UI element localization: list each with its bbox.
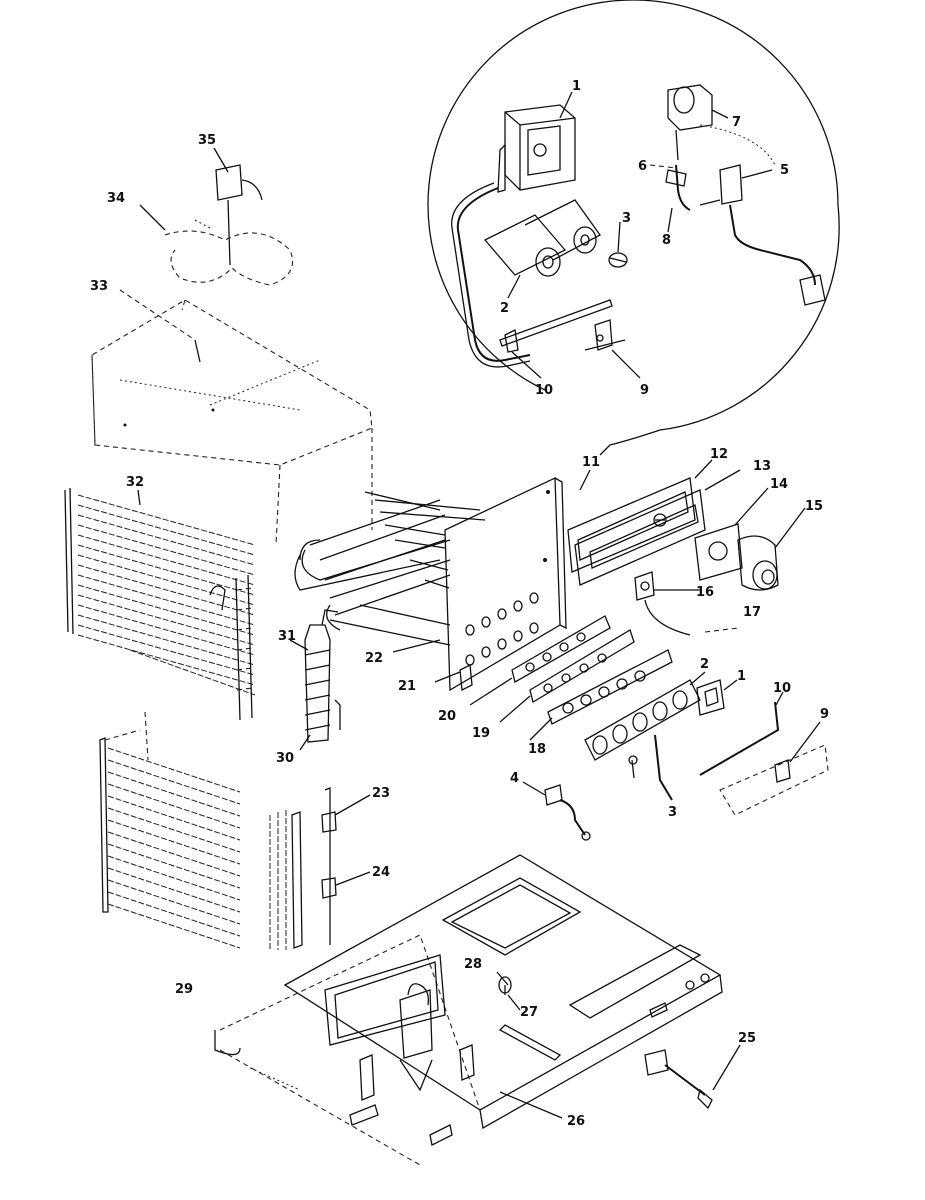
callout-21: 21 — [398, 679, 416, 694]
side-panel — [269, 787, 337, 950]
callout-20: 20 — [438, 709, 456, 724]
base-pan — [283, 854, 723, 1130]
detail-circle — [427, 0, 840, 456]
front-panel — [99, 711, 241, 949]
callout-4: 4 — [510, 771, 519, 786]
callout-27: 27 — [520, 1005, 538, 1020]
callout-30: 30 — [276, 751, 294, 766]
callout-15: 15 — [805, 499, 823, 514]
callout-9-lower: 9 — [820, 707, 829, 722]
callout-29: 29 — [175, 982, 193, 997]
outdoor-coil — [64, 487, 256, 721]
exchanger-ports — [465, 592, 539, 666]
callout-18: 18 — [528, 742, 546, 757]
callout-25: 25 — [738, 1031, 756, 1046]
pilot-bracket-lower — [699, 701, 780, 776]
heat-exchanger — [294, 476, 567, 692]
callout-7: 7 — [732, 115, 741, 130]
callout-26: 26 — [567, 1114, 585, 1129]
pilot-tube — [456, 187, 531, 362]
gas-valve-lower — [696, 679, 725, 716]
pilot-assembly — [665, 84, 826, 306]
callout-24: 24 — [372, 865, 390, 880]
callout-1-upper: 1 — [572, 79, 581, 94]
callout-3-upper: 3 — [622, 211, 631, 226]
callout-8: 8 — [662, 233, 671, 248]
base-plate — [214, 934, 481, 1166]
burner-row — [584, 679, 701, 761]
blower-gasket — [694, 523, 743, 581]
callout-6: 6 — [638, 159, 647, 174]
callout-labels: 1 2 3 5 6 7 8 9 10 11 12 13 14 15 16 17 … — [90, 79, 829, 1129]
vent-assembly — [304, 609, 341, 743]
callout-2-lower: 2 — [700, 657, 709, 672]
limit-switch-lower — [719, 744, 829, 816]
callout-1-lower: 1 — [737, 669, 746, 684]
callout-13: 13 — [753, 459, 771, 474]
inducer-motor — [737, 535, 779, 591]
pilot-tube-edge — [451, 182, 531, 368]
orifice-fitting — [608, 252, 628, 268]
callout-17: 17 — [743, 605, 761, 620]
gas-valve — [497, 104, 576, 193]
callout-34: 34 — [107, 191, 125, 206]
upper-cabinet — [91, 299, 373, 546]
callout-32: 32 — [126, 475, 144, 490]
callout-23: 23 — [372, 786, 390, 801]
callout-12: 12 — [710, 447, 728, 462]
burner-pair — [483, 199, 601, 277]
callout-16: 16 — [696, 585, 714, 600]
callout-3-lower: 3 — [668, 805, 677, 820]
callout-28: 28 — [464, 957, 482, 972]
thermocouple — [544, 784, 591, 841]
callout-10-upper: 10 — [535, 383, 553, 398]
limit-switch — [584, 319, 626, 351]
callout-2-upper: 2 — [500, 301, 509, 316]
callout-11: 11 — [582, 455, 600, 470]
callout-33: 33 — [90, 279, 108, 294]
callout-35: 35 — [198, 133, 216, 148]
pilot-tube-lower — [654, 734, 673, 801]
callout-14: 14 — [770, 477, 788, 492]
callout-19: 19 — [472, 726, 490, 741]
collector-box — [567, 477, 706, 586]
callout-22: 22 — [365, 651, 383, 666]
callout-9-upper: 9 — [640, 383, 649, 398]
callout-31: 31 — [278, 629, 296, 644]
fan-motor-bracket — [164, 164, 294, 286]
callout-10-lower: 10 — [773, 681, 791, 696]
burner-rail — [499, 299, 613, 347]
pressure-switch — [634, 571, 739, 636]
leveling-bolt — [644, 1049, 713, 1110]
callout-5: 5 — [780, 163, 789, 178]
